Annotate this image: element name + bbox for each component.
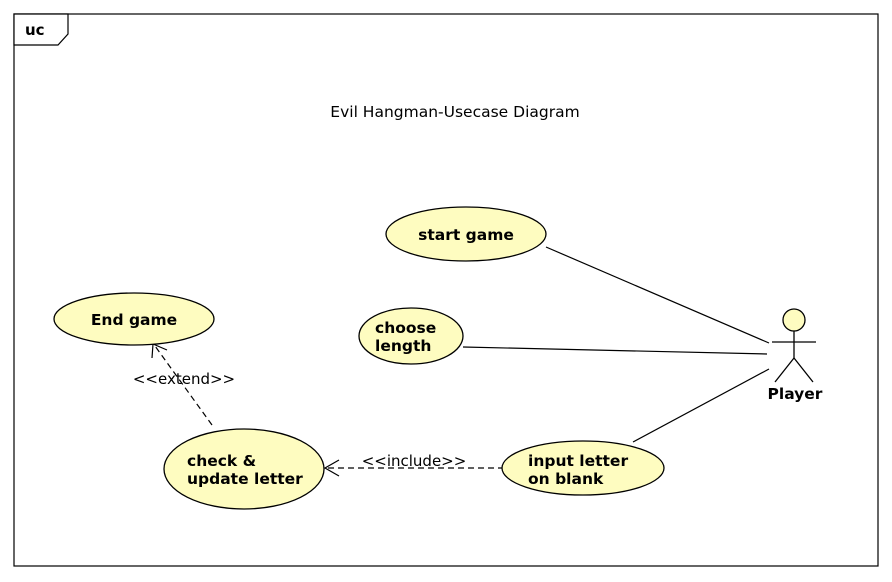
- use-case-input-letter-label-line2: on blank: [528, 470, 604, 488]
- use-case-choose-length-label-line1: choose: [375, 319, 436, 337]
- actor-player-head: [782, 308, 806, 332]
- use-case-check-update-letter-label-line2: update letter: [187, 470, 303, 488]
- use-case-check-update-letter[interactable]: check & update letter: [163, 428, 325, 510]
- use-case-start-game-ellipse: [385, 206, 547, 262]
- association-input-letter: [632, 368, 770, 443]
- diagram-title: Evil Hangman-Usecase Diagram: [330, 103, 579, 121]
- diagram-frame: [13, 13, 879, 567]
- use-case-input-letter-ellipse: [501, 440, 665, 496]
- actor-player[interactable]: Player: [768, 308, 823, 403]
- include-arrowhead: [323, 459, 340, 477]
- actor-player-right-leg: [793, 357, 814, 383]
- use-case-start-game[interactable]: start game: [385, 206, 547, 262]
- include-label: <<include>>: [362, 452, 467, 470]
- use-case-check-update-letter-label-line1: check &: [187, 452, 256, 470]
- use-case-end-game-label: End game: [91, 311, 177, 329]
- use-case-check-update-letter-ellipse: [163, 428, 325, 510]
- use-case-input-letter-label-line1: input letter: [528, 452, 628, 470]
- use-case-start-game-label: start game: [418, 226, 514, 244]
- use-case-choose-length-label-line2: length: [375, 337, 431, 355]
- use-case-end-game[interactable]: End game: [53, 292, 215, 346]
- frame-label-box: [13, 13, 69, 46]
- frame-label: uc: [25, 21, 45, 39]
- association-start-game: [545, 246, 770, 344]
- extend-label: <<extend>>: [133, 370, 235, 388]
- actor-player-left-leg: [774, 357, 795, 383]
- use-case-choose-length[interactable]: choose length: [358, 307, 464, 365]
- actor-player-label: Player: [768, 385, 823, 403]
- association-choose-length: [462, 346, 768, 355]
- extend-dependency-line: [154, 345, 213, 426]
- use-case-input-letter[interactable]: input letter on blank: [501, 440, 665, 496]
- use-case-end-game-ellipse: [53, 292, 215, 346]
- use-case-choose-length-ellipse: [358, 307, 464, 365]
